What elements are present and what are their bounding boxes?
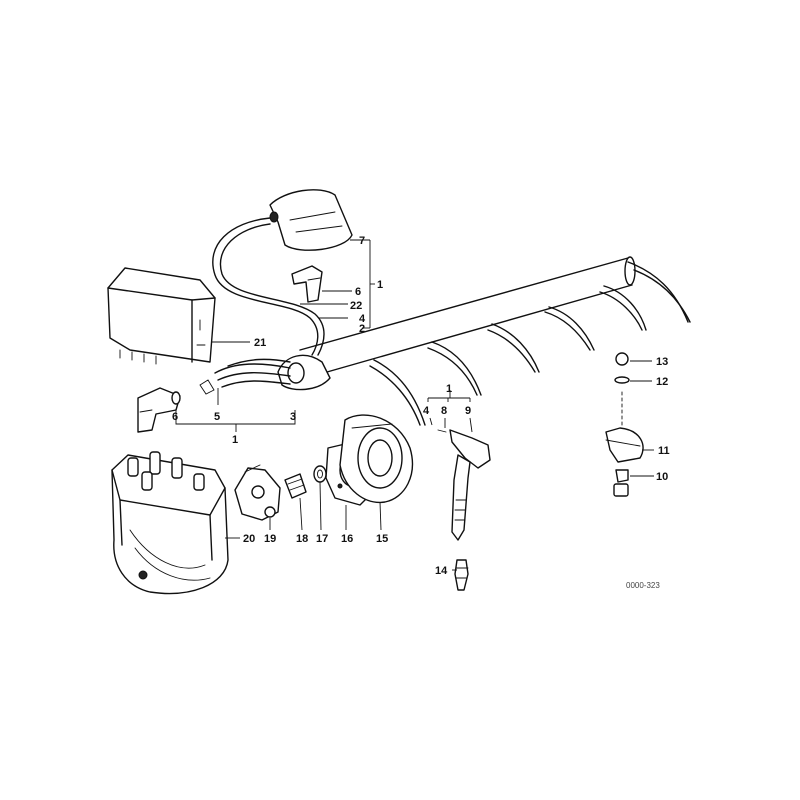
part-12-washer — [614, 376, 630, 384]
part-9-plug-connector — [437, 429, 491, 541]
part-18-bolt — [284, 473, 307, 499]
callout-3: 3 — [290, 411, 296, 423]
callout-2: 2 — [359, 323, 365, 335]
callout-4-upper: 4 — [359, 313, 366, 325]
callout-15: 15 — [376, 533, 388, 545]
part-15-drum — [339, 414, 414, 504]
callout-1-upper: 1 — [377, 279, 383, 291]
callout-5: 5 — [214, 411, 220, 423]
part-10-stud — [613, 469, 629, 497]
callout-14: 14 — [435, 565, 448, 577]
part-11-clip — [605, 427, 644, 463]
callout-12: 12 — [656, 376, 668, 388]
callout-10: 10 — [656, 471, 668, 483]
harness-tube — [299, 256, 691, 426]
callout-18: 18 — [296, 533, 308, 545]
part-20-distributor — [111, 451, 229, 595]
callout-1-left: 1 — [232, 434, 238, 446]
part-13-nut — [615, 352, 629, 366]
callout-4-lower: 4 — [423, 405, 430, 417]
drawing-code: 0000-323 — [626, 581, 660, 590]
part-7-boot — [269, 189, 353, 251]
part-6-plug — [137, 387, 181, 433]
part-14-spark-plug — [454, 559, 469, 591]
part-6-connector — [291, 265, 323, 303]
callout-19: 19 — [264, 533, 276, 545]
part-19-rotor — [234, 464, 281, 521]
callout-21: 21 — [254, 337, 266, 349]
callout-6-lower: 6 — [172, 411, 178, 423]
callout-22: 22 — [350, 300, 362, 312]
callout-6-upper: 6 — [355, 286, 361, 298]
part-21-control-unit — [107, 267, 216, 365]
callout-1-right: 1 — [446, 383, 452, 395]
callout-numbers: 7 1 6 22 4 2 21 6 5 3 1 1 4 8 9 13 12 11… — [172, 235, 670, 590]
callout-20: 20 — [243, 533, 255, 545]
callout-7: 7 — [359, 235, 365, 247]
callout-9: 9 — [465, 405, 471, 417]
harness-end — [199, 354, 331, 395]
callout-16: 16 — [341, 533, 353, 545]
callout-17: 17 — [316, 533, 328, 545]
callout-8: 8 — [441, 405, 447, 417]
part-17-washer — [313, 465, 327, 483]
callout-13: 13 — [656, 356, 668, 368]
coil-wire — [212, 217, 325, 356]
callout-11: 11 — [658, 445, 670, 457]
leader-lines — [175, 239, 654, 571]
